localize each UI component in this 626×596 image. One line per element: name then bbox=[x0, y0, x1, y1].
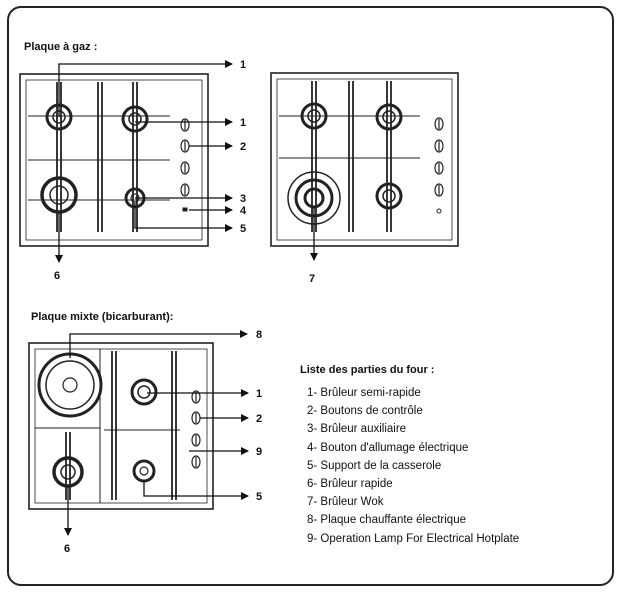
list-item: 3- Brûleur auxiliaire bbox=[307, 423, 407, 436]
burner-semi-rapid bbox=[130, 378, 158, 406]
callout-6: 6 bbox=[64, 543, 70, 555]
callout-1: 1 bbox=[240, 59, 246, 71]
list-item: 8- Plaque chauffante électrique bbox=[307, 514, 466, 527]
list-item: 5- Support de la casserole bbox=[307, 459, 442, 472]
callout-8: 8 bbox=[256, 329, 262, 341]
control-knobs bbox=[180, 118, 190, 197]
ignition-button bbox=[182, 207, 188, 212]
electric-hotplate bbox=[37, 352, 103, 418]
pan-support bbox=[65, 351, 180, 500]
mixed-leaders bbox=[64, 330, 249, 536]
callout-5: 5 bbox=[240, 223, 246, 235]
gas-left-callout-labels: 1 1 2 3 4 5 6 bbox=[54, 59, 247, 282]
burner-auxiliary bbox=[132, 459, 156, 483]
ignition-button bbox=[436, 208, 442, 214]
callout-1: 1 bbox=[256, 388, 262, 400]
mixed-hob bbox=[28, 342, 214, 510]
parts-list: 1- Brûleur semi-rapide 2- Boutons de con… bbox=[307, 384, 519, 548]
burner-semi-rapid bbox=[121, 105, 149, 133]
burner-semi-rapid bbox=[300, 102, 328, 130]
callout-2: 2 bbox=[240, 141, 246, 153]
callout-1: 1 bbox=[240, 117, 246, 129]
list-item: 7- Brûleur Wok bbox=[307, 496, 384, 509]
burner-rapid bbox=[52, 456, 84, 488]
burner-semi-rapid bbox=[375, 103, 403, 131]
callout-6: 6 bbox=[54, 270, 60, 282]
burner-semi-rapid bbox=[375, 182, 403, 210]
gas-hob-left bbox=[19, 73, 209, 247]
control-knobs bbox=[191, 390, 201, 469]
callout-3: 3 bbox=[240, 193, 246, 205]
list-item: 4- Bouton d'allumage électrique bbox=[307, 441, 469, 454]
gas-left-leaders bbox=[55, 60, 233, 263]
mixed-callout-labels: 8 1 2 9 5 6 bbox=[64, 329, 262, 555]
callout-5: 5 bbox=[256, 491, 262, 503]
mixed-hob-title: Plaque mixte (bicarburant): bbox=[31, 311, 173, 323]
list-item: 6- Brûleur rapide bbox=[307, 478, 393, 491]
control-knobs bbox=[434, 117, 444, 197]
callout-2: 2 bbox=[256, 413, 262, 425]
parts-list-title: Liste des parties du four : bbox=[300, 364, 435, 376]
callout-4: 4 bbox=[240, 205, 247, 217]
list-item: 2- Boutons de contrôle bbox=[307, 405, 423, 418]
burner-rapid bbox=[40, 176, 78, 214]
gas-hob-right bbox=[270, 72, 459, 247]
callout-7: 7 bbox=[309, 273, 315, 285]
diagram-frame bbox=[7, 6, 614, 586]
list-item: 9- Operation Lamp For Electrical Hotplat… bbox=[307, 532, 520, 545]
list-item: 1- Brûleur semi-rapide bbox=[307, 387, 421, 399]
gas-hob-title: Plaque à gaz : bbox=[24, 41, 97, 53]
callout-9: 9 bbox=[256, 446, 262, 458]
